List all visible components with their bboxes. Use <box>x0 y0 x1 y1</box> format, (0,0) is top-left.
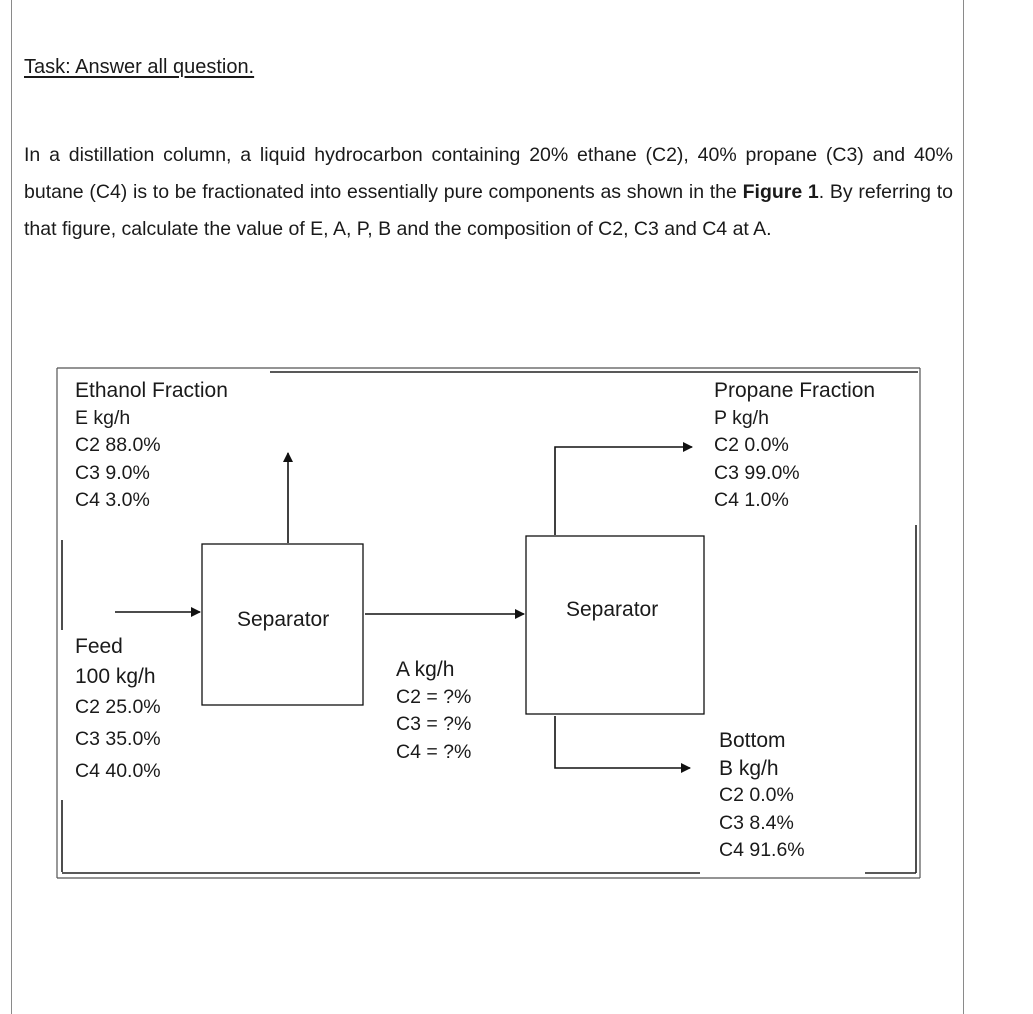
ethanol-title: Ethanol Fraction <box>75 379 228 402</box>
ethanol-c2: C2 88.0% <box>75 434 161 456</box>
bottom-c3: C3 8.4% <box>719 811 794 834</box>
figure-frame-inner <box>61 371 918 874</box>
propane-arrow <box>554 442 693 535</box>
stream-a-c4: C4 = ?% <box>396 740 472 763</box>
bottom-flow: B kg/h <box>719 756 779 780</box>
propane-fraction-label: Propane Fraction P kg/h C2 0.0% C3 99.0%… <box>714 377 875 515</box>
separator-1-label: Separator <box>237 608 330 631</box>
feed-flow: 100 kg/h <box>75 665 156 688</box>
stream-a-c2: C2 = ?% <box>396 685 472 708</box>
bottom-c2: C2 0.0% <box>719 784 794 806</box>
bottom-arrow <box>554 716 691 773</box>
separator-2-box <box>525 535 705 715</box>
ethanol-fraction-label: Ethanol Fraction E kg/h C2 88.0% C3 9.0%… <box>75 377 228 515</box>
stream-a-c3: C3 = ?% <box>396 713 472 735</box>
ethanol-flow: E kg/h <box>75 406 131 429</box>
propane-flow: P kg/h <box>714 406 769 429</box>
problem-statement: In a distillation column, a liquid hydro… <box>24 137 953 248</box>
propane-title: Propane Fraction <box>714 379 876 402</box>
figure-frame <box>56 367 921 879</box>
page-border-left <box>11 0 12 1014</box>
propane-c2: C2 0.0% <box>714 434 789 456</box>
figure-reference: Figure 1 <box>742 181 819 203</box>
problem-text-after: . By referring to that figure, calculate… <box>24 181 953 240</box>
stream-a-flow: A kg/h <box>396 658 455 681</box>
bottom-title: Bottom <box>719 729 786 752</box>
feed-c3: C3 35.0% <box>75 728 161 750</box>
feed-label: Feed 100 kg/h C2 25.0% C3 35.0% C4 40.0% <box>75 632 161 788</box>
task-heading: Task: Answer all question. <box>24 56 255 78</box>
stream-a-label: A kg/h C2 = ?% C3 = ?% C4 = ?% <box>396 656 471 766</box>
feed-title: Feed <box>75 635 123 658</box>
feed-c4: C4 40.0% <box>75 760 161 782</box>
bottom-c4: C4 91.6% <box>719 839 805 861</box>
problem-text-before: In a distillation column, a liquid hydro… <box>24 144 953 203</box>
feed-c2: C2 25.0% <box>75 696 161 718</box>
bottom-label: Bottom B kg/h C2 0.0% C3 8.4% C4 91.6% <box>719 727 805 865</box>
separator-2-label: Separator <box>566 598 659 621</box>
propane-c3: C3 99.0% <box>714 461 800 484</box>
separator-1-box <box>201 543 364 706</box>
ethanol-c3: C3 9.0% <box>75 461 150 484</box>
ethanol-c4: C4 3.0% <box>75 489 150 511</box>
propane-c4: C4 1.0% <box>714 489 789 511</box>
page-border-right <box>963 0 964 1014</box>
